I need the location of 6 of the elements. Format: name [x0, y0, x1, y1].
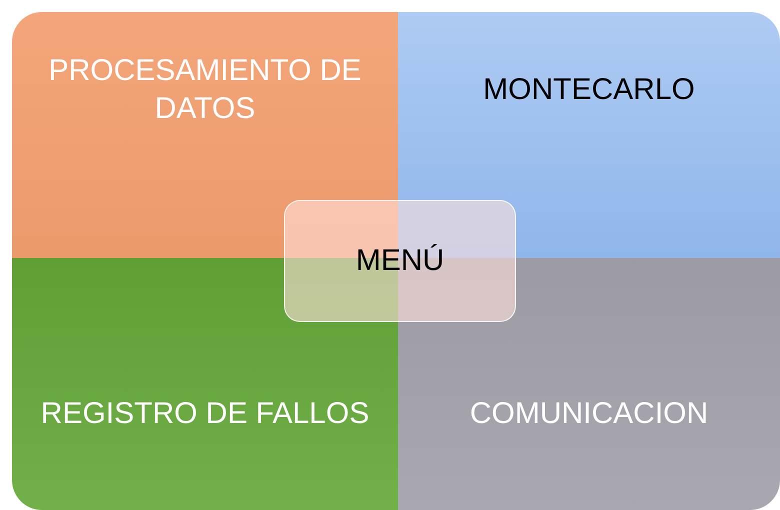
center-box — [284, 200, 516, 322]
panel-label: COMUNICACION — [470, 396, 708, 432]
panel-label: MENÚ — [356, 243, 444, 279]
panel-label: MONTECARLO — [483, 72, 695, 108]
panel-label: REGISTRO DE FALLOS — [40, 396, 370, 432]
panel-label: PROCESAMIENTO DE DATOS — [48, 53, 362, 127]
